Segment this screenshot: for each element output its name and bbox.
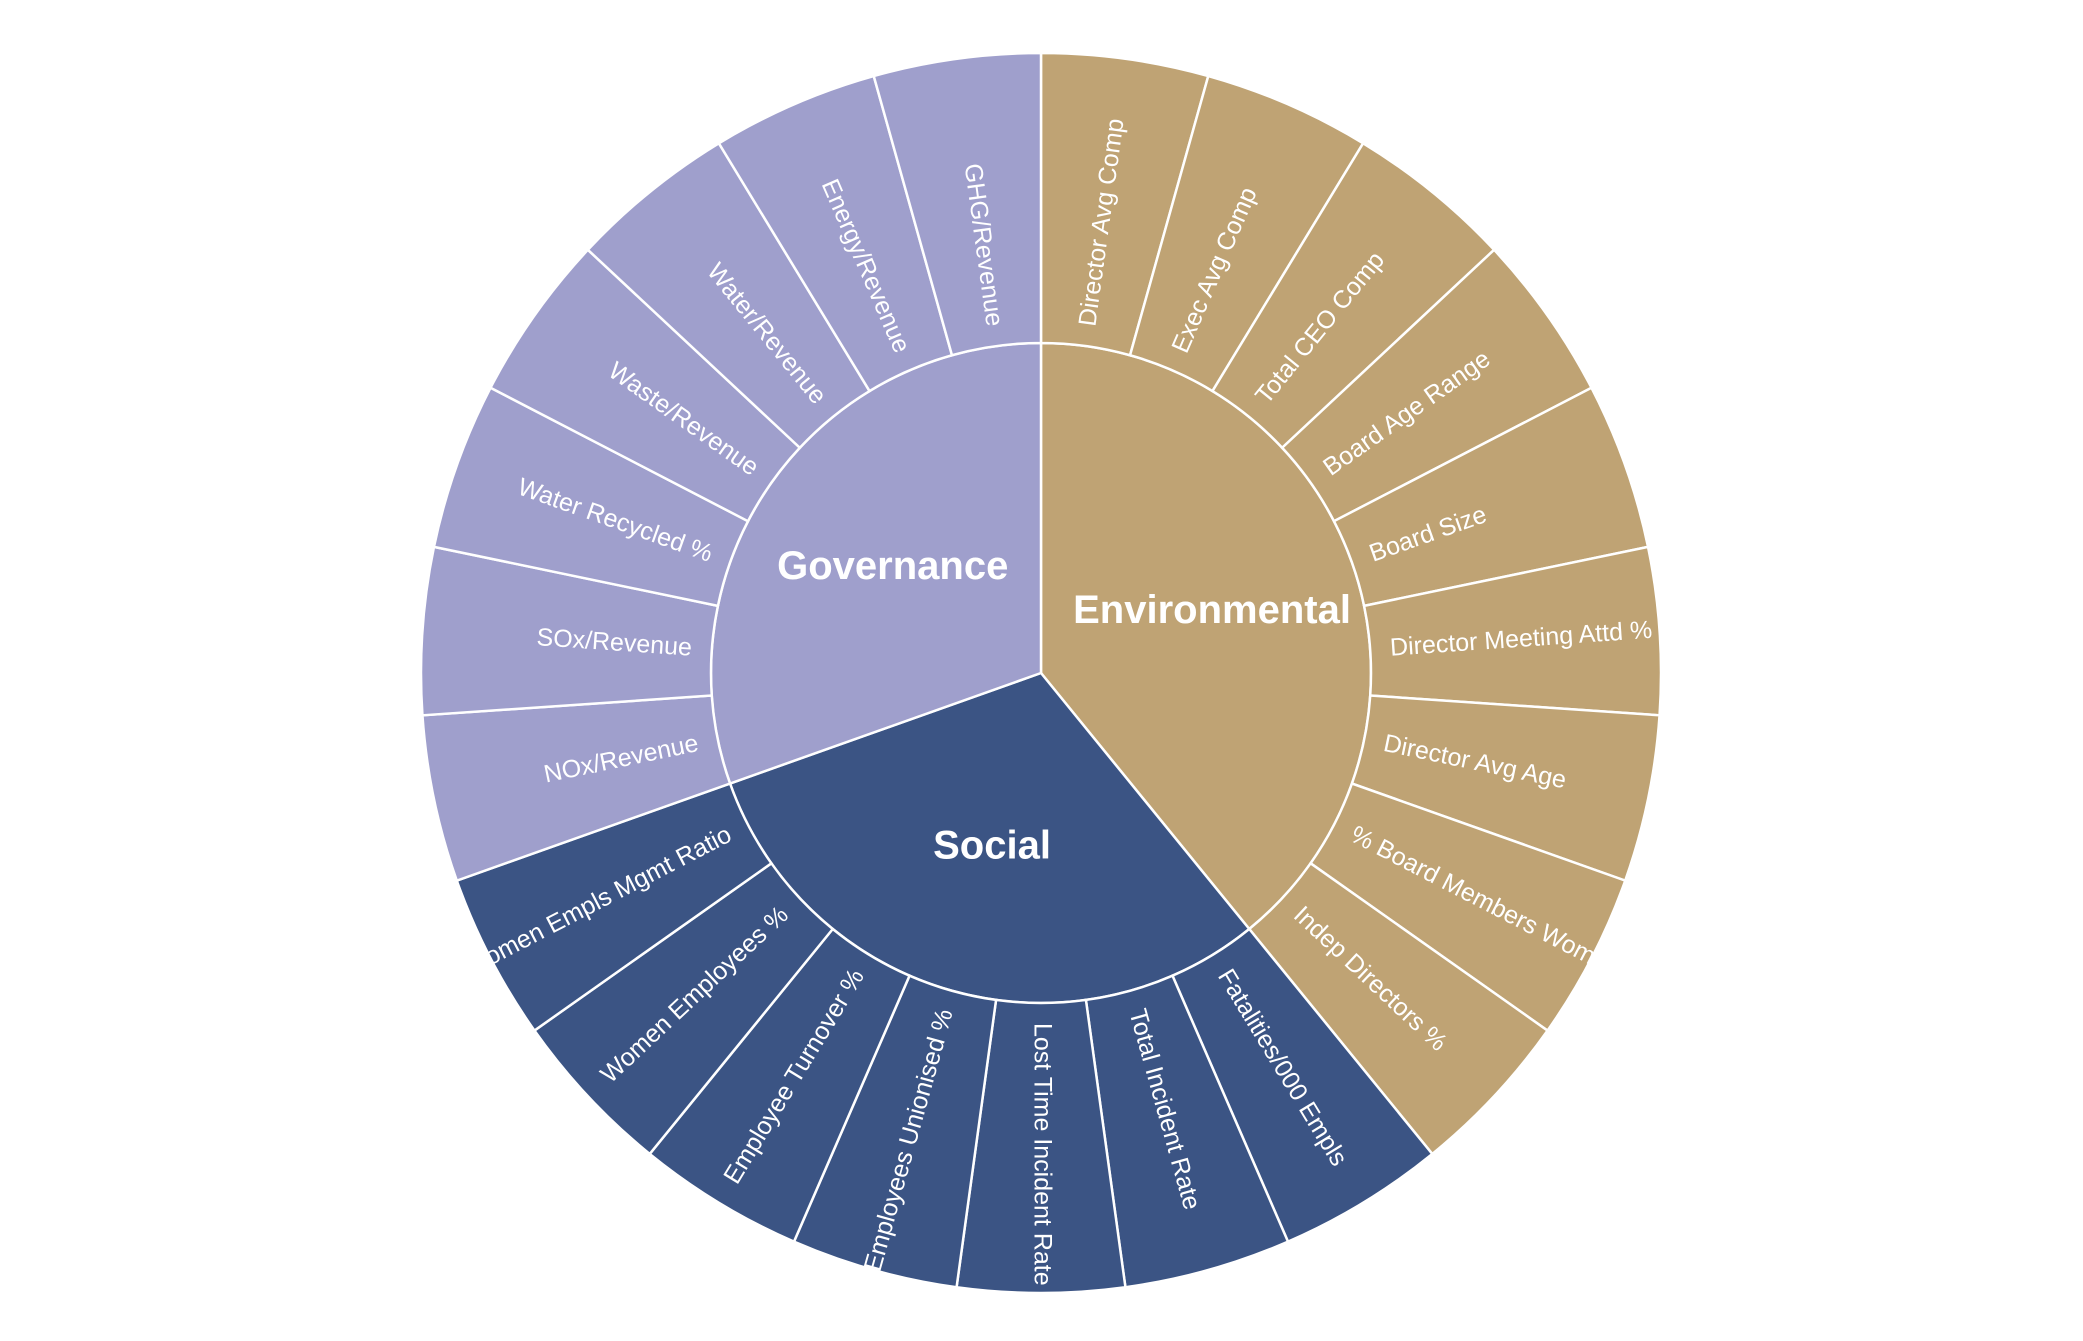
category-label-environmental: Environmental [1073, 588, 1351, 632]
leaf-wedge-ghg-revenue[interactable] [872, 51, 1043, 357]
category-ring [709, 341, 1373, 1005]
category-label-social: Social [933, 823, 1051, 867]
leaf-label-lost-time-incident-rate: Lost Time Incident Rate [1028, 1023, 1056, 1286]
leaf-ring [419, 51, 1663, 1295]
category-label-governance: Governance [777, 544, 1008, 588]
